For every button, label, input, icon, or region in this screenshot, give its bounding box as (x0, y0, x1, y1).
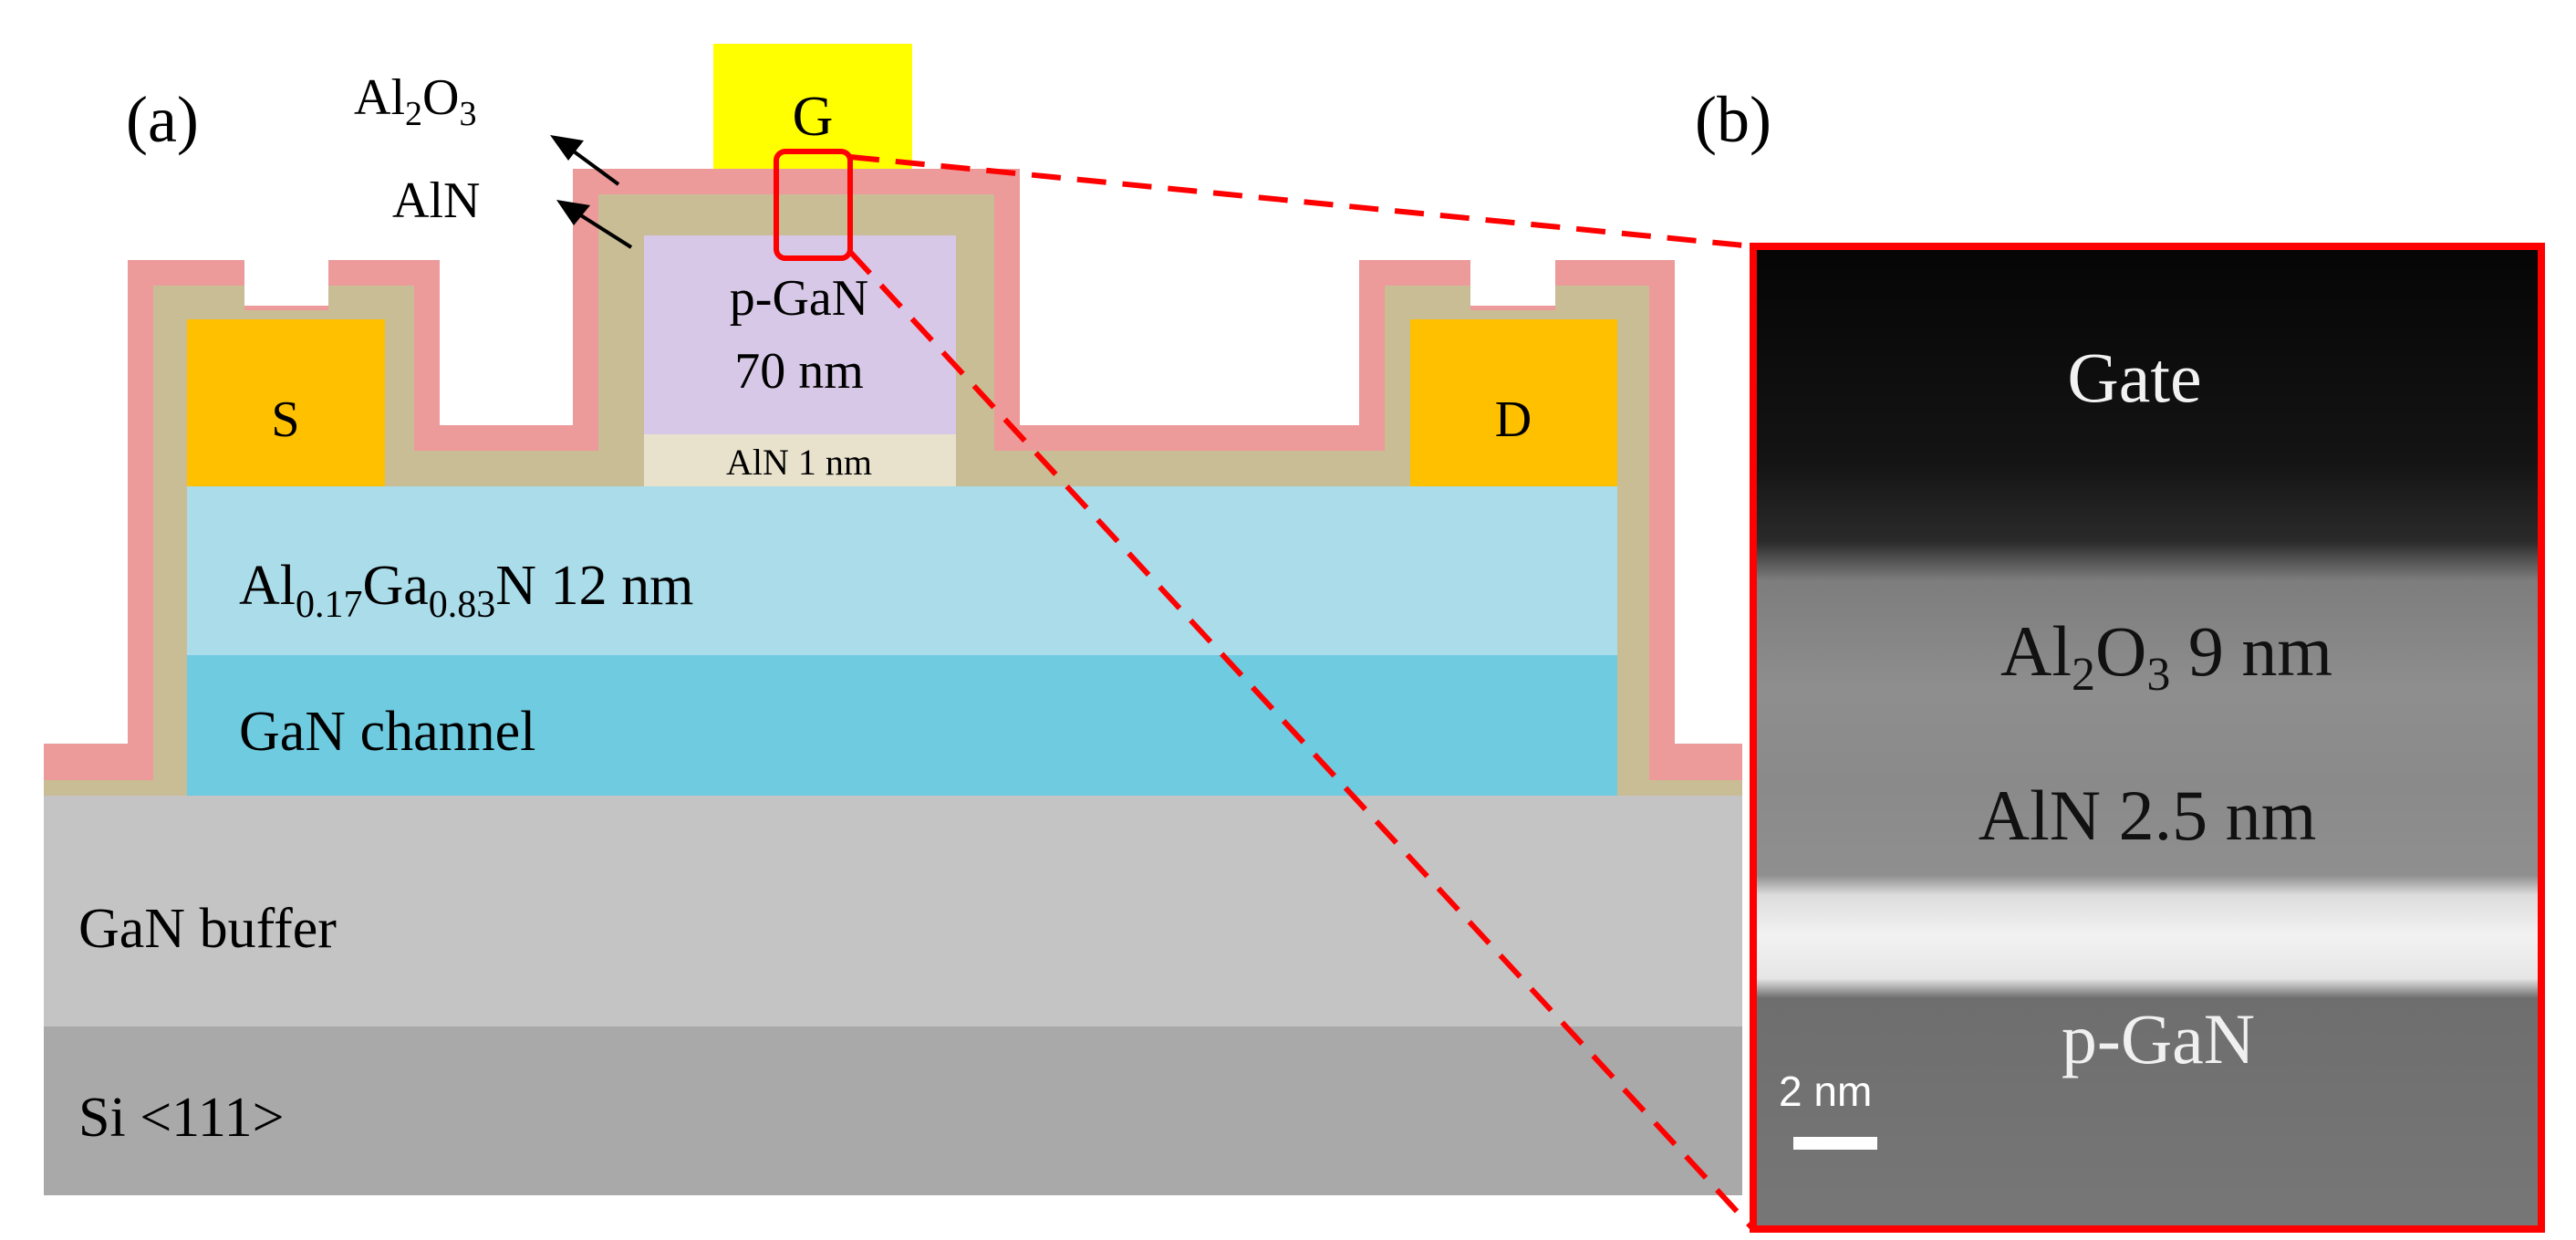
algan-barrier-label: Al0.17Ga0.83N 12 nm (239, 555, 693, 626)
panel-b-label: (b) (1695, 83, 1771, 156)
panel-a: (a) Al2O3 AlN G S D p-GaN 70 nm AlN 1 nm… (44, 44, 1742, 1195)
panel-a-label: (a) (126, 83, 199, 156)
tem-al2o3-label: Al2O3 9 nm (2000, 611, 2332, 701)
tem-image-border (1750, 243, 2545, 1233)
zoom-region-box (774, 149, 853, 261)
gan-buffer-layer (44, 796, 1742, 1026)
drain-label: D (1495, 391, 1532, 448)
source-label: S (271, 391, 299, 448)
al2o3-pointer-arrow (550, 135, 620, 186)
gan-channel-layer (187, 655, 1617, 796)
zoom-line-bottom (847, 249, 1756, 1232)
gan-channel-label: GaN channel (239, 701, 535, 763)
zoom-line-top (849, 154, 1754, 249)
tem-gate-label: Gate (2067, 338, 2201, 417)
si-substrate-label: Si <111> (78, 1087, 285, 1149)
si-substrate-layer (44, 1026, 1742, 1195)
gate-electrode (713, 44, 912, 169)
panel-b: (b) Gate Al2O3 9 nm AlN 2.5 nm p-GaN 2 n… (1695, 83, 2545, 1233)
p-gan-thickness-label: 70 nm (734, 343, 864, 400)
gan-buffer-label: GaN buffer (78, 898, 337, 960)
source-electrode (187, 319, 385, 486)
aln-pointer-arrow (556, 200, 633, 249)
algan-barrier-layer (187, 486, 1617, 655)
aln-interlayer-label: AlN 1 nm (726, 442, 872, 483)
drain-electrode (1410, 319, 1617, 486)
p-gan-layer (644, 235, 956, 434)
tem-aln-label: AlN 2.5 nm (1979, 776, 2317, 855)
scale-bar (1793, 1137, 1877, 1150)
gate-label: G (793, 86, 834, 148)
aln-passivation-label: AlN (392, 172, 480, 229)
p-gan-label: p-GaN (730, 270, 868, 327)
tem-image (1753, 246, 2541, 1229)
scale-bar-label: 2 nm (1779, 1068, 1872, 1115)
tem-p-gan-label: p-GaN (2062, 999, 2255, 1078)
al2o3-label: Al2O3 (354, 69, 476, 133)
aln-interlayer (644, 434, 956, 486)
